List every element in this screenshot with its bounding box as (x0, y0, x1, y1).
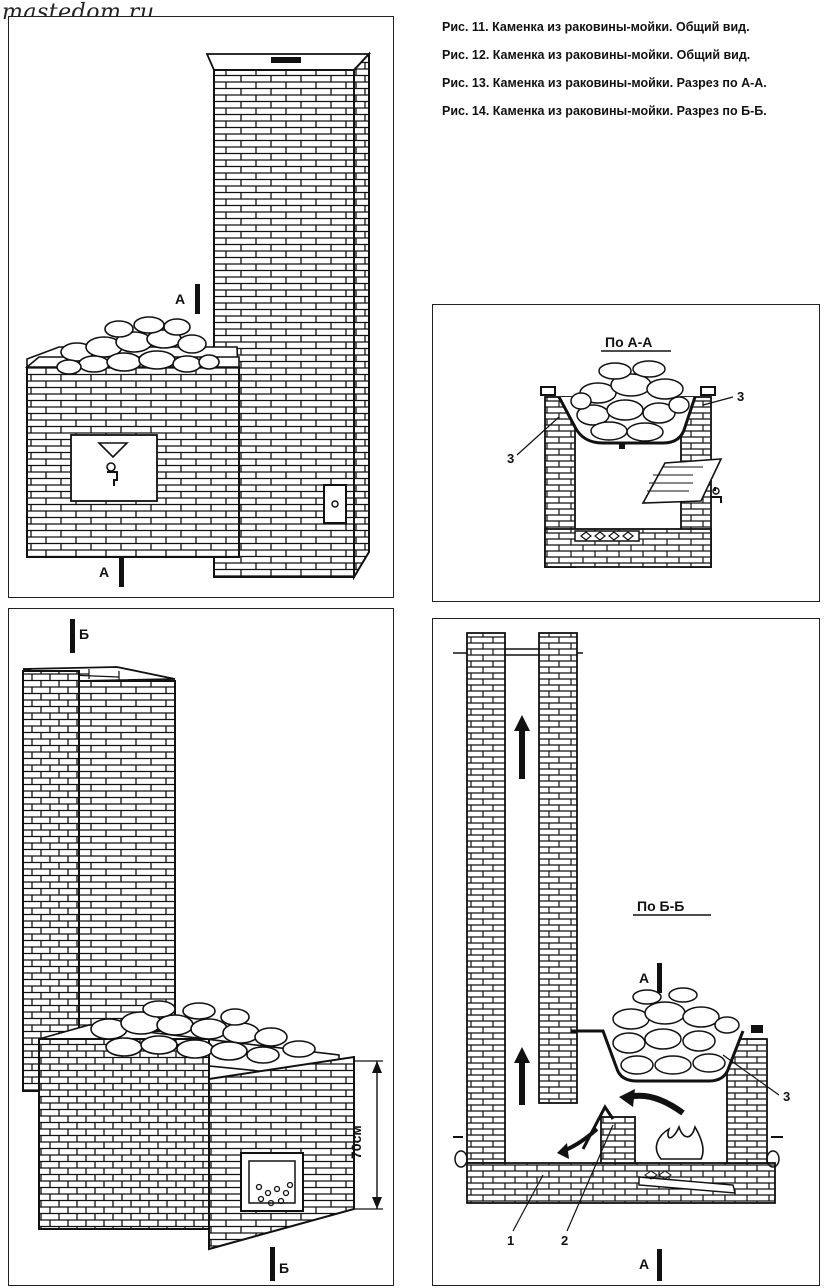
fig14-section-a-top: А (639, 970, 649, 986)
fig11-section-a-bottom: А (99, 564, 109, 580)
caption-fig11: Рис. 11. Каменка из раковины-мойки. Общи… (442, 20, 750, 34)
fig13-label-3-right: 3 (737, 389, 744, 404)
fig13-drawing: По А-А 3 3 (507, 334, 744, 568)
fig12-section-b-bottom: Б (279, 1260, 289, 1276)
caption-fig13: Рис. 13. Каменка из раковины-мойки. Разр… (442, 76, 767, 90)
fig12-dimension-label: 70см (348, 1125, 364, 1159)
fig11-panel: А А (8, 16, 394, 598)
fig12-section-b-top: Б (79, 626, 89, 642)
fig13-title: По А-А (605, 334, 652, 350)
fig14-title: По Б-Б (637, 898, 684, 914)
fig12-drawing: 70см Б Б (22, 619, 383, 1281)
fig12-panel: 70см Б Б (8, 608, 394, 1286)
fig14-label-2: 2 (561, 1233, 568, 1248)
caption-fig12: Рис. 12. Каменка из раковины-мойки. Общи… (442, 48, 751, 62)
fig11-drawing: А А (24, 51, 372, 587)
fig13-panel: По А-А 3 3 (432, 304, 820, 602)
fig14-label-1: 1 (507, 1233, 514, 1248)
fig14-panel: По Б-Б А А 1 2 3 (432, 618, 820, 1286)
fig14-section-a-bottom: А (639, 1256, 649, 1272)
fig13-label-3-left: 3 (507, 451, 514, 466)
fig14-drawing: По Б-Б А А 1 2 3 (453, 632, 790, 1281)
fig11-section-a-top: А (175, 291, 185, 307)
fig14-label-3: 3 (783, 1089, 790, 1104)
caption-fig14: Рис. 14. Каменка из раковины-мойки. Разр… (442, 104, 767, 118)
figure-captions: Рис. 11. Каменка из раковины-мойки. Общи… (442, 20, 822, 132)
